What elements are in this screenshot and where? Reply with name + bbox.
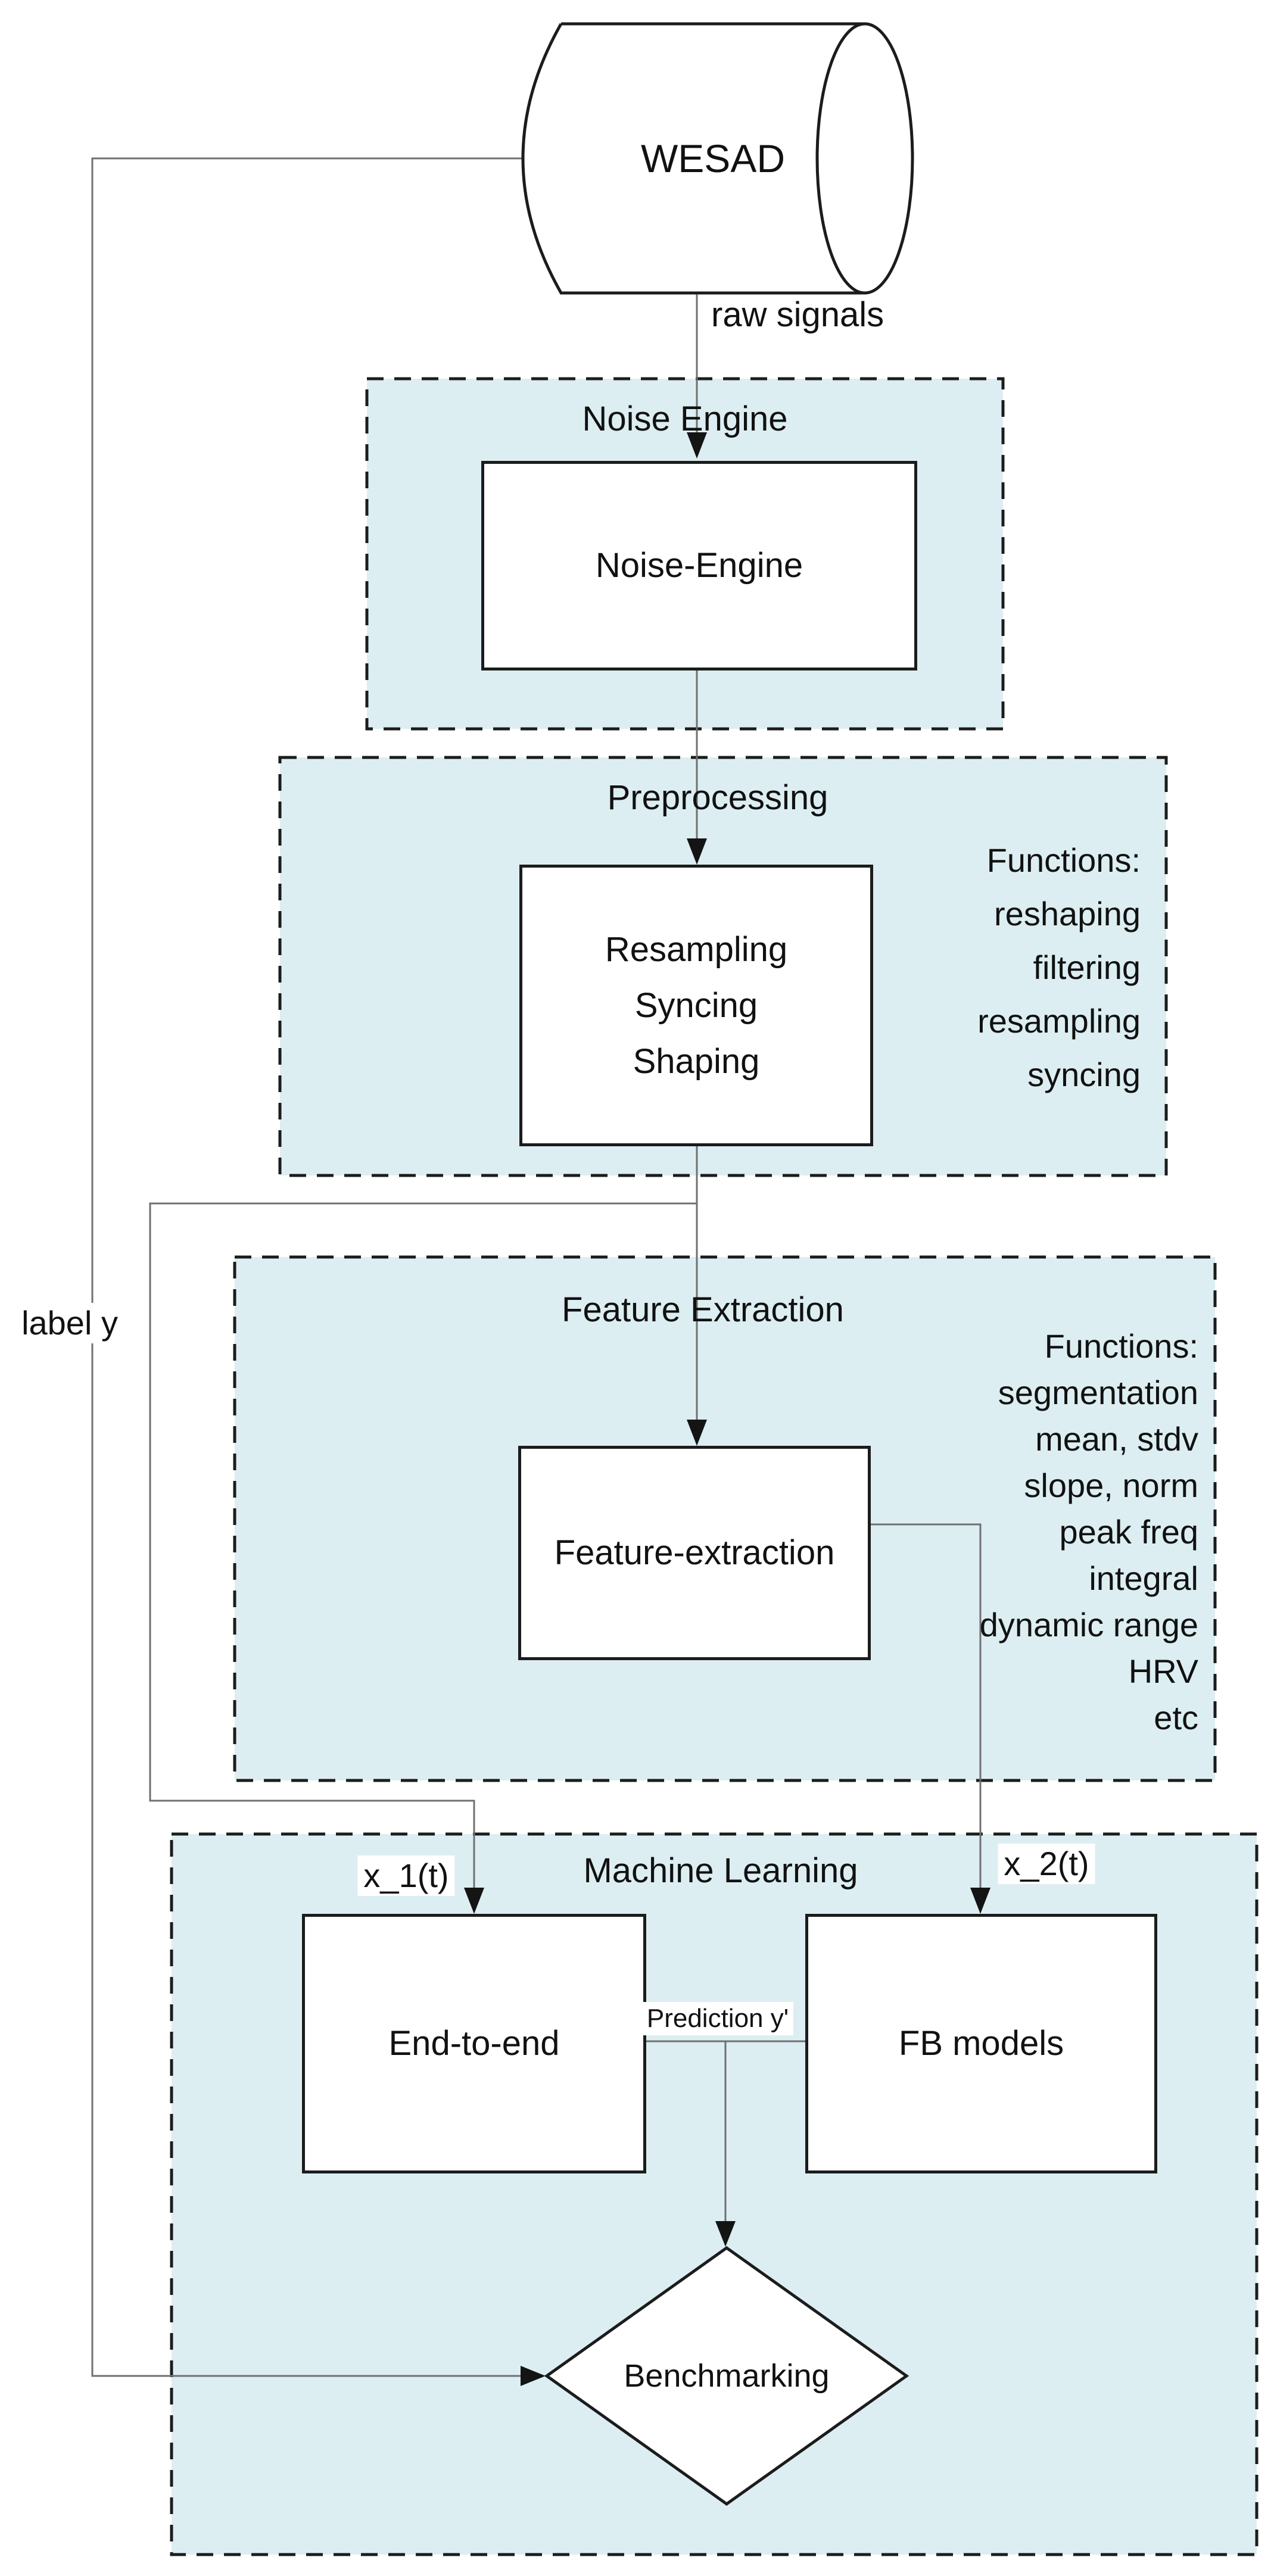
edge-label-y-path — [91, 157, 535, 2377]
noise-engine-section-title: Noise Engine — [582, 400, 788, 438]
arrowhead-into-noise-engine — [687, 432, 707, 459]
wesad-database-cylinder — [521, 22, 914, 295]
machine-learning-section-title: Machine Learning — [583, 1851, 858, 1890]
arrowhead-into-benchmarking-top — [715, 2221, 736, 2247]
wesad-database-label: WESAD — [640, 136, 786, 180]
edge-x1-path — [149, 1202, 697, 1888]
edge-x2-path — [871, 1523, 982, 1888]
arrowhead-into-resampling — [687, 838, 707, 865]
x1-label: x_1(t) — [357, 1855, 455, 1896]
preprocessing-node: Resampling Syncing Shaping — [519, 865, 873, 1146]
raw-signals-label: raw signals — [711, 295, 884, 334]
fb-models-node: FB models — [805, 1914, 1157, 2173]
arrowhead-into-benchmarking-left — [521, 2366, 546, 2386]
noise-engine-node: Noise-Engine — [481, 461, 917, 670]
feature-extraction-node: Feature-extraction — [518, 1446, 871, 1660]
preprocessing-functions-list: Functions: reshaping filtering resamplin… — [977, 841, 1141, 1093]
feature-extraction-section-title: Feature Extraction — [562, 1290, 844, 1329]
connector-lines — [91, 157, 982, 2377]
arrowhead-into-feature-extraction — [687, 1420, 707, 1446]
end-to-end-node: End-to-end — [302, 1914, 646, 2173]
edge-prediction-path — [646, 2040, 805, 2221]
preprocessing-section-title: Preprocessing — [607, 778, 828, 817]
benchmarking-label: Benchmarking — [624, 2358, 830, 2394]
feature-extraction-functions-list: Functions: segmentation mean, stdv slope… — [979, 1327, 1198, 1736]
label-y-label: label y — [15, 1303, 124, 1343]
arrowhead-into-end-to-end — [464, 1888, 484, 1914]
benchmarking-diamond — [544, 2246, 909, 2506]
x2-label: x_2(t) — [998, 1844, 1095, 1884]
prediction-label: Prediction y' — [641, 2002, 794, 2035]
arrowhead-into-fb-models — [970, 1888, 990, 1914]
arrowheads — [464, 432, 990, 2386]
